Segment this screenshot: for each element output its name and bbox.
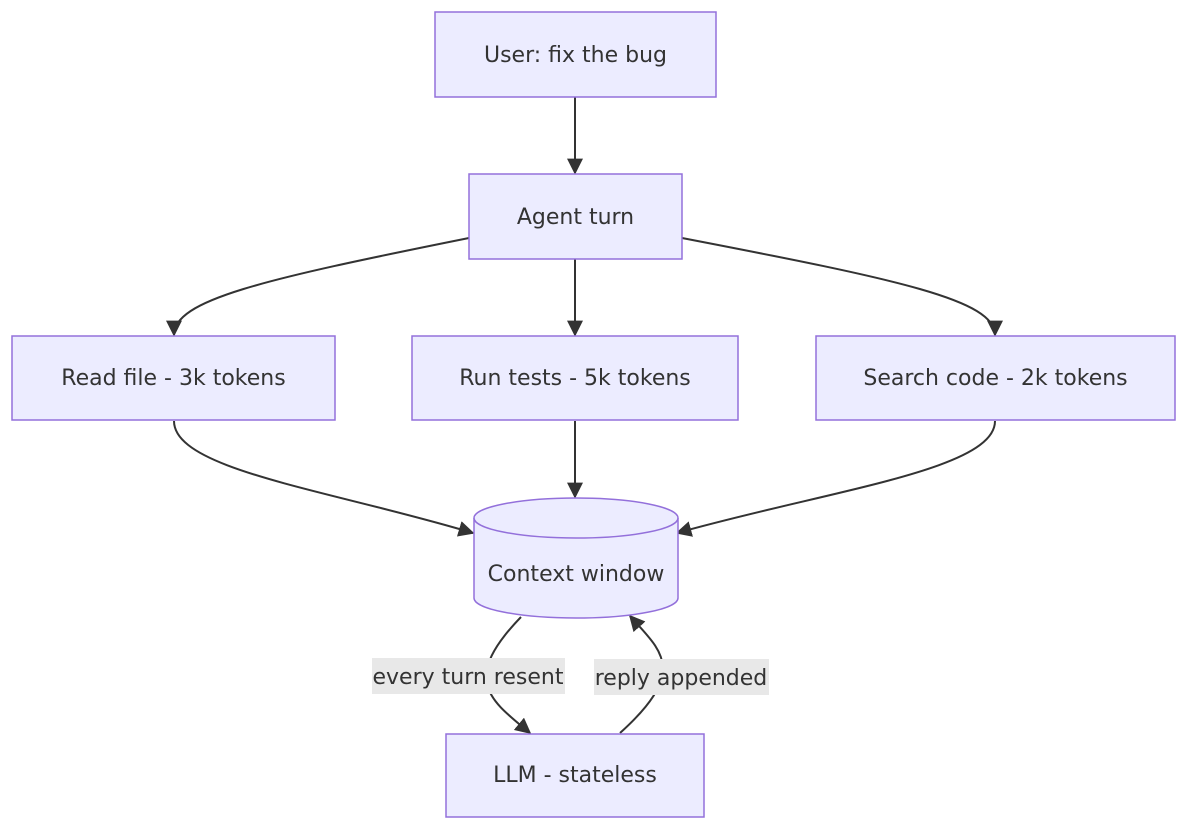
edge-label-appended: reply appended [594, 659, 769, 695]
node-user-label: User: fix the bug [484, 43, 667, 68]
node-search-code-label: Search code - 2k tokens [863, 366, 1127, 391]
edge-search-to-context [675, 420, 996, 537]
node-context-window-label: Context window [488, 562, 665, 587]
edge-label-resent: every turn resent [372, 658, 565, 694]
node-context-window: Context window [473, 497, 679, 619]
node-llm: LLM - stateless [445, 733, 705, 818]
node-search-code: Search code - 2k tokens [815, 335, 1176, 421]
edge-label-appended-text: reply appended [595, 666, 768, 691]
node-run-tests-label: Run tests - 5k tokens [459, 366, 691, 391]
edge-agent-to-search [681, 237, 1003, 337]
node-agent-turn-label: Agent turn [517, 205, 634, 230]
node-llm-label: LLM - stateless [493, 763, 657, 788]
edge-label-resent-text: every turn resent [373, 665, 564, 690]
edge-read-to-context [173, 420, 475, 537]
node-run-tests: Run tests - 5k tokens [411, 335, 739, 421]
node-user: User: fix the bug [434, 11, 717, 98]
node-agent-turn: Agent turn [468, 173, 683, 260]
node-read-file-label: Read file - 3k tokens [61, 366, 285, 391]
node-read-file: Read file - 3k tokens [11, 335, 336, 421]
edge-agent-to-read [166, 237, 470, 337]
